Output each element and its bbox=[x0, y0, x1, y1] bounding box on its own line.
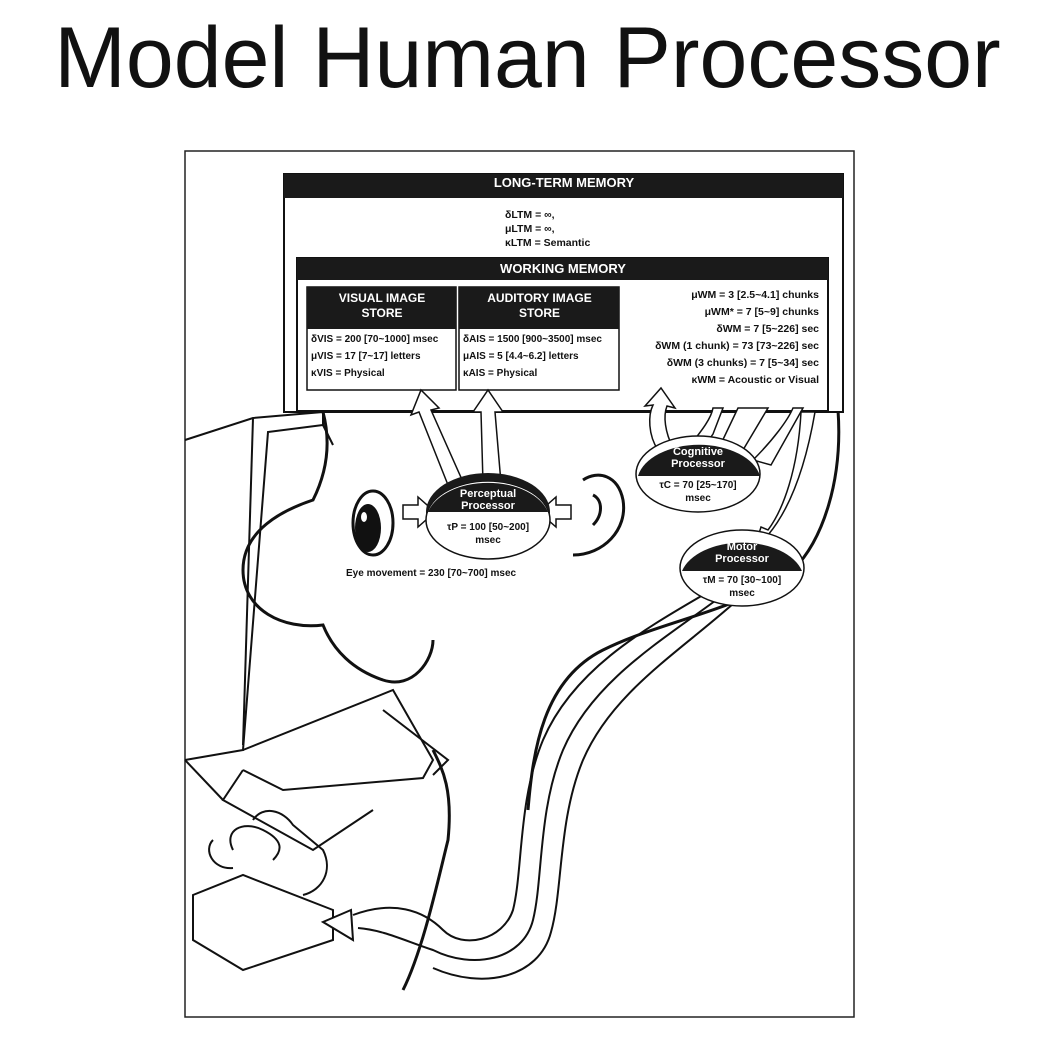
figure-frame bbox=[184, 150, 855, 1018]
vis-param-decay: δVIS = 200 [70~1000] msec bbox=[311, 334, 439, 345]
diagram-drawing bbox=[184, 150, 855, 1018]
vis-store-header: VISUAL IMAGE STORE bbox=[309, 291, 455, 321]
perceptual-processor-title: Perceptual Processor bbox=[433, 488, 543, 512]
wm-param-capacity-star: μWM* = 7 [5~9] chunks bbox=[704, 306, 819, 318]
cognitive-processor-node bbox=[635, 435, 761, 513]
cognitive-processor-cycle: τC = 70 [25~170] bbox=[659, 480, 737, 491]
monitor-illustration bbox=[184, 410, 450, 852]
aud-store-header-line1: AUDITORY IMAGE bbox=[487, 291, 592, 305]
cognitive-processor-title-line2: Processor bbox=[671, 458, 725, 470]
mhp-diagram: LONG-TERM MEMORY δLTM = ∞, μLTM = ∞, κLT… bbox=[183, 150, 856, 1018]
perceptual-processor-node bbox=[425, 473, 551, 560]
aud-param-capacity: μAIS = 5 [4.4~6.2] letters bbox=[463, 351, 579, 362]
cognitive-processor-title: Cognitive Processor bbox=[643, 446, 753, 470]
wm-header-bar bbox=[297, 258, 828, 280]
ear-illustration bbox=[572, 473, 626, 557]
aud-store-header: AUDITORY IMAGE STORE bbox=[462, 291, 617, 321]
motor-processor-title-line1: Motor bbox=[726, 541, 758, 553]
aud-store-header-line2: STORE bbox=[518, 306, 561, 320]
cognitive-wm-arrows bbox=[643, 386, 805, 466]
wm-header: WORKING MEMORY bbox=[500, 261, 626, 276]
wm-param-code: κWM = Acoustic or Visual bbox=[691, 374, 819, 386]
perceptual-processor-title-line2: Processor bbox=[461, 500, 515, 512]
page-title: Model Human Processor bbox=[54, 10, 1001, 106]
cognitive-processor-unit: msec bbox=[685, 493, 711, 504]
motor-processor-unit: msec bbox=[729, 588, 755, 599]
hand-illustration bbox=[192, 810, 334, 972]
ltm-param-decay: δLTM = ∞, bbox=[505, 209, 555, 221]
perceptual-processor-unit: msec bbox=[475, 535, 501, 546]
motor-processor-title: Motor Processor bbox=[687, 541, 797, 565]
perceptual-processor-cycle: τP = 100 [50~200] bbox=[446, 522, 530, 533]
ltm-param-capacity: μLTM = ∞, bbox=[505, 223, 555, 235]
eye-movement-label: Eye movement = 230 [70~700] msec bbox=[346, 568, 517, 579]
motor-processor-node bbox=[679, 529, 805, 607]
vis-store-header-bar bbox=[307, 287, 456, 329]
vis-param-code: κVIS = Physical bbox=[311, 368, 385, 379]
wm-param-decay-1chunk: δWM (1 chunk) = 73 [73~226] sec bbox=[655, 340, 819, 352]
ltm-header: LONG-TERM MEMORY bbox=[493, 175, 635, 190]
vis-store-header-line2: STORE bbox=[361, 306, 403, 320]
wm-param-decay-3chunks: δWM (3 chunks) = 7 [5~34] sec bbox=[666, 357, 819, 369]
motor-processor-title-line2: Processor bbox=[715, 553, 769, 565]
perceptual-to-stores-arrows bbox=[409, 388, 505, 486]
ltm-param-code: κLTM = Semantic bbox=[505, 237, 591, 249]
perceptual-processor-title-line1: Perceptual bbox=[459, 488, 517, 500]
vis-param-capacity: μVIS = 17 [7~17] letters bbox=[311, 351, 421, 362]
vis-store-header-line1: VISUAL IMAGE bbox=[338, 291, 426, 305]
eye-illustration bbox=[351, 489, 395, 557]
wm-param-capacity: μWM = 3 [2.5~4.1] chunks bbox=[691, 289, 819, 301]
wm-param-decay: δWM = 7 [5~226] sec bbox=[716, 323, 819, 335]
aud-store-header-bar bbox=[459, 287, 619, 329]
ltm-header-bar bbox=[284, 174, 843, 198]
cognitive-processor-title-line1: Cognitive bbox=[672, 446, 724, 458]
motor-processor-cycle: τM = 70 [30~100] bbox=[702, 575, 782, 586]
aud-param-decay: δAIS = 1500 [900~3500] msec bbox=[463, 334, 602, 345]
aud-param-code: κAIS = Physical bbox=[463, 368, 538, 379]
motor-to-hand-pathway bbox=[320, 594, 744, 980]
